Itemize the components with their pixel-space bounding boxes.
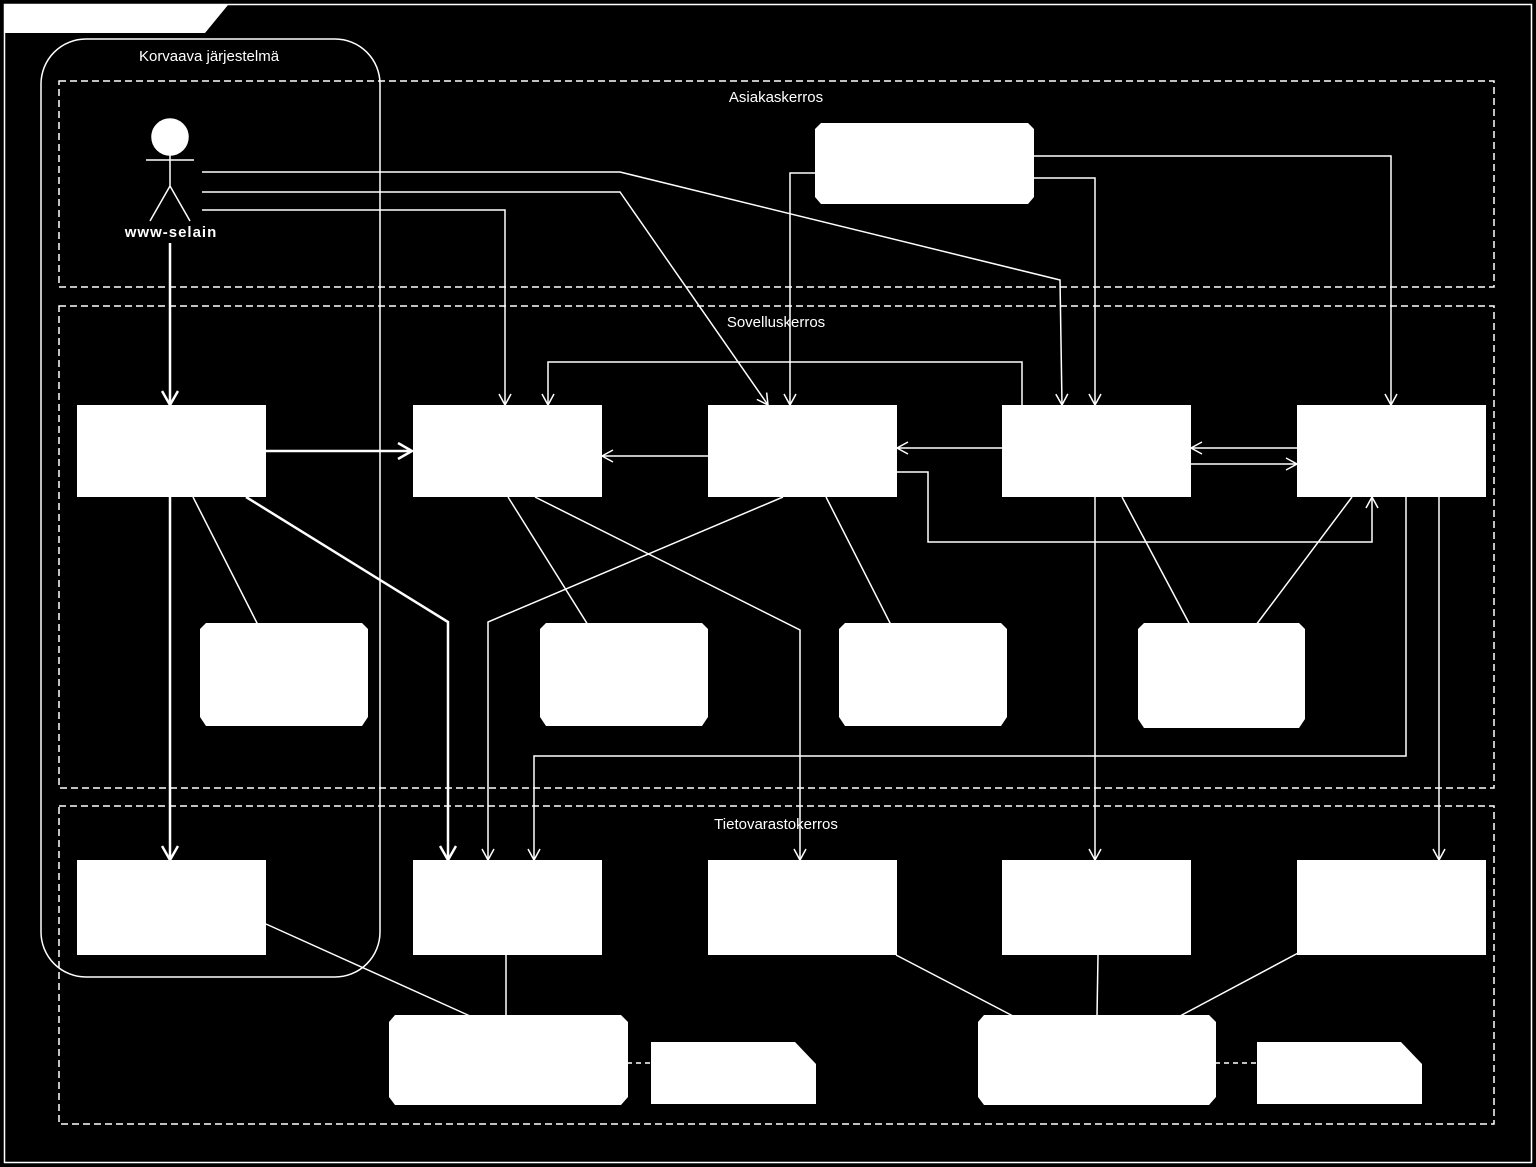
- app-subcomponent-1: [200, 623, 368, 726]
- data-store-1: [77, 860, 266, 955]
- database-server-2: [978, 1015, 1216, 1105]
- primary-flow-arrows: [170, 243, 448, 860]
- layer-client: [58, 80, 1495, 288]
- layer-client-label: Asiakaskerros: [729, 89, 823, 106]
- system-boundary-label: Korvaava järjestelmä: [139, 48, 280, 65]
- note-2: [1257, 1042, 1422, 1104]
- app-component-1: [77, 405, 266, 497]
- dependency-arrows: [202, 155, 1446, 862]
- app-subcomponent-4: [1138, 623, 1305, 728]
- layer-data-label: Tietovarastokerros: [714, 816, 838, 833]
- actor-label: www-selain: [124, 224, 218, 241]
- diagram-frame: [3, 3, 1533, 1164]
- app-component-4: [1002, 405, 1191, 497]
- stick-figure-icon: [146, 118, 194, 222]
- app-subcomponent-2: [540, 623, 708, 726]
- app-component-2: [413, 405, 602, 497]
- data-store-4: [1002, 860, 1191, 955]
- database-server-1: [389, 1015, 628, 1105]
- component-boxes: [77, 123, 1486, 1105]
- data-store-2: [413, 860, 602, 955]
- app-component-3: [708, 405, 897, 497]
- layer-data: [58, 805, 1495, 1125]
- data-store-5: [1297, 860, 1486, 955]
- frame-title-tab: [5, 5, 228, 33]
- data-store-3: [708, 860, 897, 955]
- system-boundary: [40, 38, 381, 978]
- client-component: [815, 123, 1034, 204]
- app-subcomponent-3: [839, 623, 1007, 726]
- association-lines: [192, 496, 1353, 1064]
- layer-application: [58, 305, 1495, 789]
- note-1: [651, 1042, 816, 1104]
- layer-application-label: Sovelluskerros: [727, 314, 825, 331]
- app-component-5: [1297, 405, 1486, 497]
